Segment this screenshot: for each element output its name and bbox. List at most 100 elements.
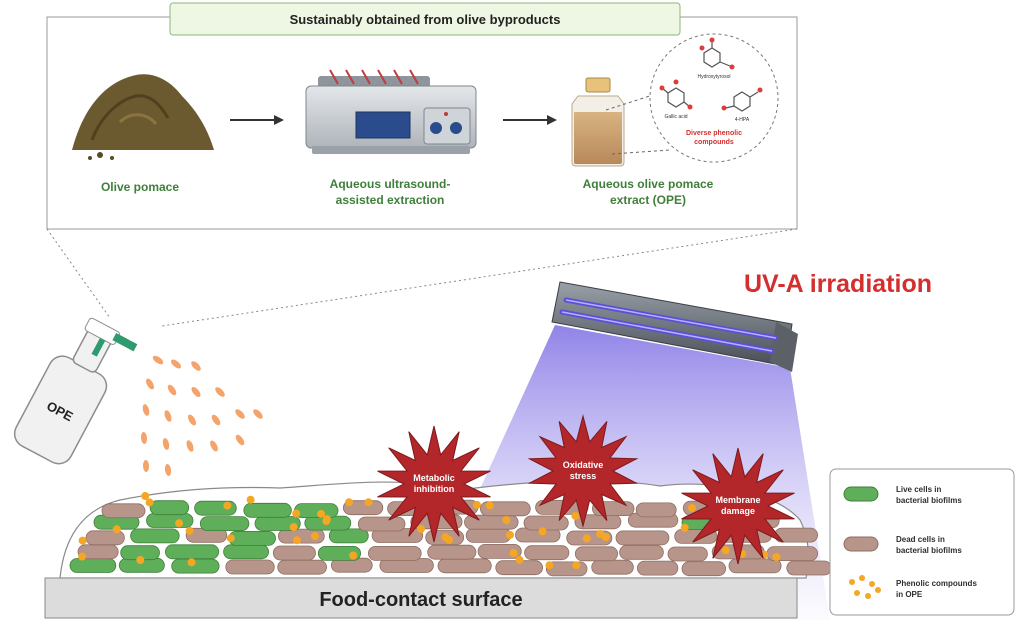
live-cell <box>130 528 180 544</box>
dead-cell <box>591 559 634 575</box>
phenolic-dot <box>515 555 524 564</box>
effect-label-line: damage <box>721 506 755 516</box>
live-cell <box>149 500 190 516</box>
ultrasonic-bath-machine <box>305 69 477 154</box>
compound-name: 4-HPA <box>735 117 750 123</box>
step-label-extraction-line: Aqueous ultrasound- <box>330 177 451 191</box>
legend: Live cells in bacterial biofilms Dead ce… <box>829 468 1015 616</box>
compound-name: Gallic acid <box>664 114 687 120</box>
extract-bottle <box>571 77 625 167</box>
legend-label-line: bacterial biofilms <box>896 546 962 555</box>
spray-bottle: OPE <box>13 317 138 465</box>
dead-cell <box>342 500 384 516</box>
uv-irradiation-title: UV-A irradiation <box>744 270 932 298</box>
step-label-extract-line: extract (OPE) <box>610 193 686 207</box>
phenolic-dot <box>545 561 554 570</box>
dead-cell <box>427 544 477 560</box>
phenolic-dot <box>582 534 591 543</box>
dead-cell <box>786 560 832 576</box>
legend-label-line: Dead cells in <box>896 535 945 544</box>
biofilm <box>59 480 832 579</box>
phenolic-dot <box>78 536 87 545</box>
effect-label-line: stress <box>570 471 597 481</box>
phenolic-dot <box>506 530 514 539</box>
effect-starburst-metabolic: Metabolic inhibition <box>377 425 491 543</box>
live-cell <box>171 558 220 574</box>
4-hpa-structure-icon <box>725 91 759 112</box>
dead-cell <box>635 502 677 518</box>
zoom-line-right <box>161 228 798 327</box>
live-cell <box>69 558 117 573</box>
phenolic-dot <box>601 533 610 541</box>
dead-cell <box>681 561 726 577</box>
dead-cell <box>225 559 275 575</box>
legend-label-line: in OPE <box>896 590 923 599</box>
phenolic-dot <box>292 509 301 518</box>
phenolic-dot <box>289 523 298 532</box>
dead-cell <box>367 546 422 561</box>
phenolic-dot <box>246 495 255 504</box>
phenolic-dot <box>485 501 494 510</box>
legend-label-line: bacterial biofilms <box>896 496 962 505</box>
dead-cell <box>101 503 146 519</box>
phenolic-dot <box>317 509 326 518</box>
live-cell <box>146 513 194 528</box>
phenolic-dot <box>680 523 689 532</box>
dead-cell <box>619 544 664 560</box>
dead-cell <box>85 530 125 546</box>
surface-label: Food-contact surface <box>319 589 522 611</box>
phenolic-dot <box>310 532 319 541</box>
arrow-2 <box>503 115 557 125</box>
uv-lamp <box>551 281 798 372</box>
phenolic-dot <box>538 527 547 536</box>
arrow-1 <box>230 115 284 125</box>
spray-droplets <box>140 355 263 476</box>
step-label-olive-pomace: Olive pomace <box>101 180 179 194</box>
banner-box <box>169 2 681 36</box>
legend-box <box>829 468 1015 616</box>
effect-label-line: Oxidative <box>563 460 604 470</box>
compound-name: Hydroxytyrosol <box>697 74 730 80</box>
phenolic-dot <box>441 533 450 541</box>
phenolic-dot <box>509 548 518 557</box>
extraction-panel: Sustainably obtained from olive byproduc… <box>46 2 798 230</box>
effect-label-line: Metabolic <box>413 473 455 483</box>
dead-cell <box>637 560 679 576</box>
dead-cell <box>667 546 708 562</box>
phenolic-dot <box>136 556 145 564</box>
dead-cell <box>524 545 570 561</box>
effect-starburst-membrane: Membrane damage <box>681 447 795 565</box>
dead-cell <box>357 516 406 532</box>
phenolic-dot <box>226 534 235 543</box>
step-label-extraction-line: assisted extraction <box>336 193 445 207</box>
phenolic-dot <box>364 498 373 507</box>
phenolic-dot <box>185 526 194 535</box>
effect-label-line: inhibition <box>414 484 455 494</box>
live-cell <box>164 544 220 560</box>
dead-cell <box>437 558 492 574</box>
phenolic-dot <box>322 517 331 525</box>
phenolic-dot <box>571 511 580 520</box>
compounds-label-line: Diverse phenolic <box>686 130 742 137</box>
phenolic-dot <box>175 519 184 528</box>
legend-label-line: Phenolic compounds <box>896 579 977 588</box>
dead-cell <box>277 528 325 544</box>
live-cell <box>228 531 276 546</box>
legend-swatch-dead <box>843 536 879 552</box>
live-cell <box>243 502 292 518</box>
food-contact-surface <box>44 577 798 619</box>
phenolic-dot <box>112 525 121 534</box>
olive-pomace-pile <box>72 74 214 160</box>
phenolic-dot <box>187 558 196 567</box>
panel-banner: Sustainably obtained from olive byproduc… <box>290 12 561 27</box>
live-cell <box>223 544 270 560</box>
live-cell <box>328 528 369 544</box>
phenolic-dot <box>772 553 781 562</box>
phenolic-dot <box>223 501 232 510</box>
phenolic-dot <box>78 552 87 561</box>
phenolic-dot <box>345 498 353 507</box>
phenolic-compounds-callout: Hydroxytyrosol Gallic acid 4-HPA Diverse… <box>649 33 779 163</box>
live-cell <box>294 503 339 519</box>
phenolic-dot <box>417 525 425 533</box>
